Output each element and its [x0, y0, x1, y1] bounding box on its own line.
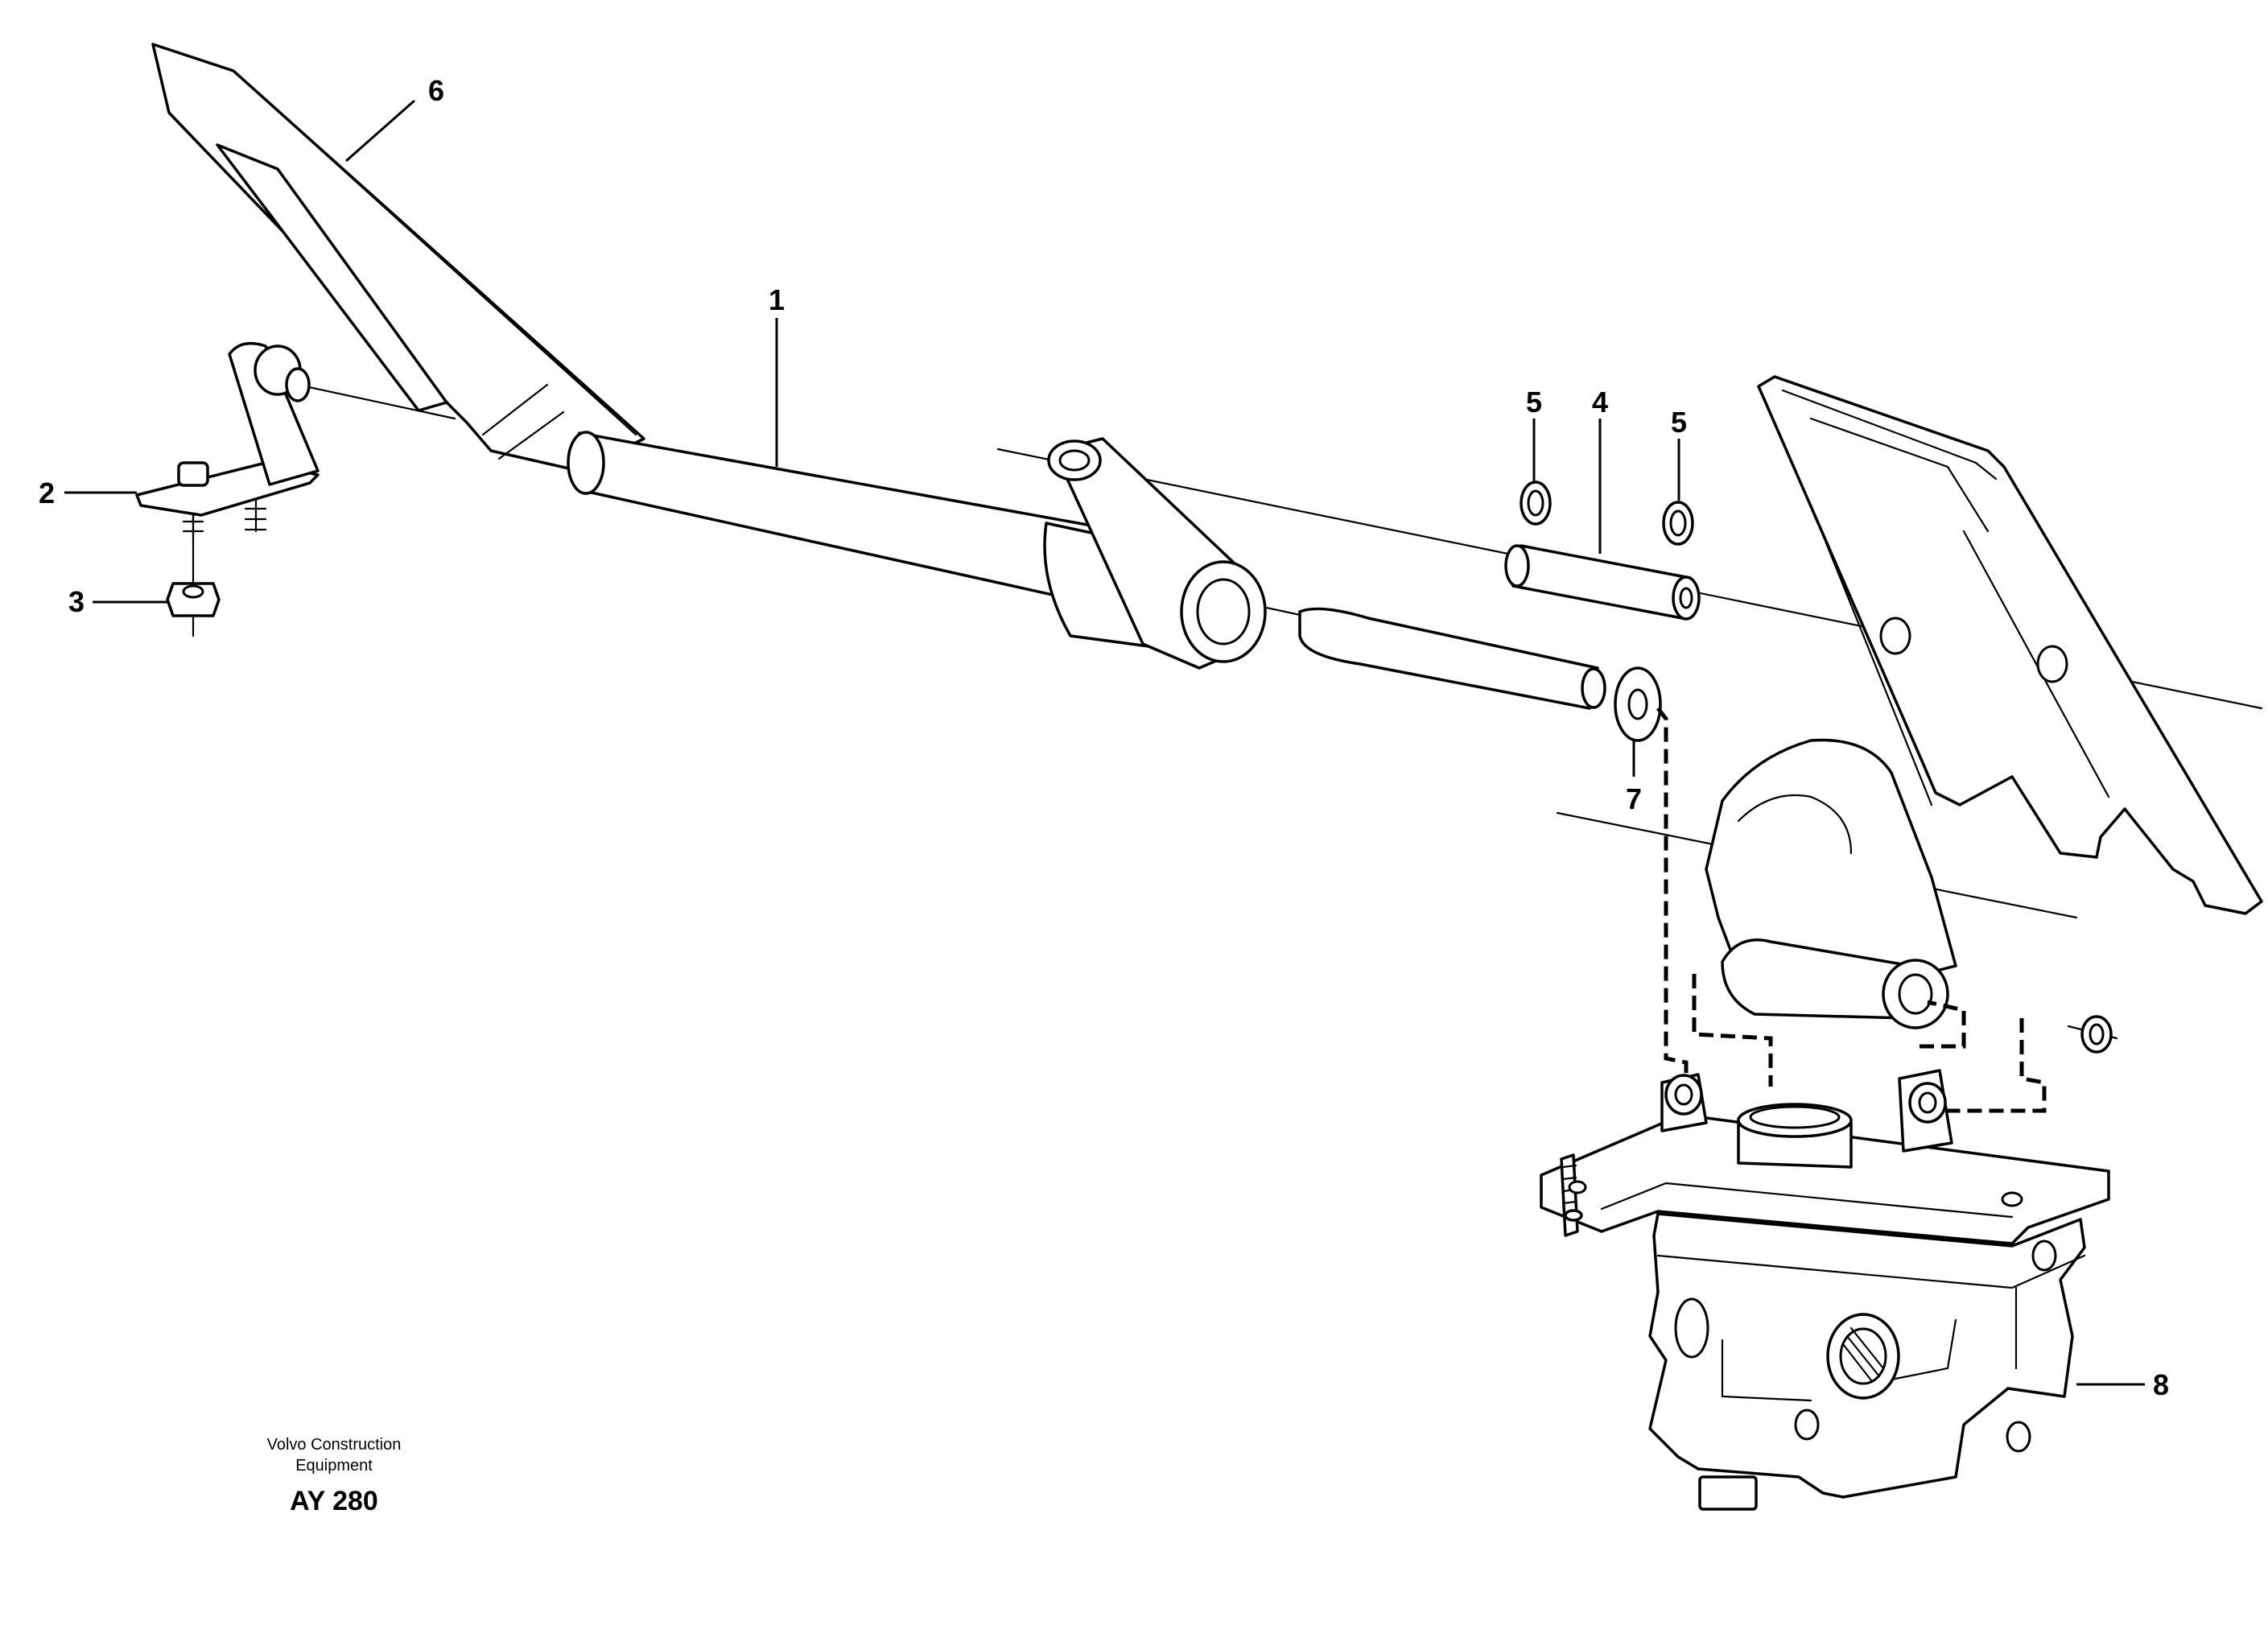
callout-4: 4	[1592, 386, 1608, 419]
pedal-shaft	[567, 431, 1267, 670]
pin	[1298, 607, 1606, 710]
brand-line-2: Equipment	[295, 1457, 373, 1475]
callout-labels: 1 2 3 4 5 5 6 7 8	[39, 74, 2169, 1401]
callout-7: 7	[1626, 782, 1642, 815]
pedal-cover	[1757, 375, 2263, 915]
leader-lines	[64, 99, 2145, 1386]
circlip-left	[1520, 481, 1552, 526]
pedal-plate	[151, 43, 645, 472]
callout-3: 3	[68, 585, 85, 618]
nut	[166, 582, 221, 617]
drawing-code: AY 280	[290, 1486, 378, 1516]
valve-lever	[1705, 738, 1957, 1029]
bracket	[135, 341, 320, 539]
sleeve	[1504, 544, 1701, 621]
dashed-assembly-paths	[1656, 707, 2047, 1113]
callout-2: 2	[39, 476, 55, 509]
callout-8: 8	[2153, 1368, 2169, 1401]
circlip-lower	[2080, 1015, 2113, 1054]
callout-1: 1	[769, 283, 785, 316]
drawing-caption: Volvo Construction Equipment AY 280	[241, 1434, 427, 1517]
callout-5-right: 5	[1671, 406, 1687, 439]
washer	[1614, 666, 1662, 742]
circlip-right	[1662, 501, 1694, 546]
callout-5-left: 5	[1526, 386, 1542, 419]
brand-line-1: Volvo Construction	[266, 1436, 402, 1454]
brake-valve	[1540, 1069, 2110, 1511]
callout-6: 6	[428, 74, 444, 107]
